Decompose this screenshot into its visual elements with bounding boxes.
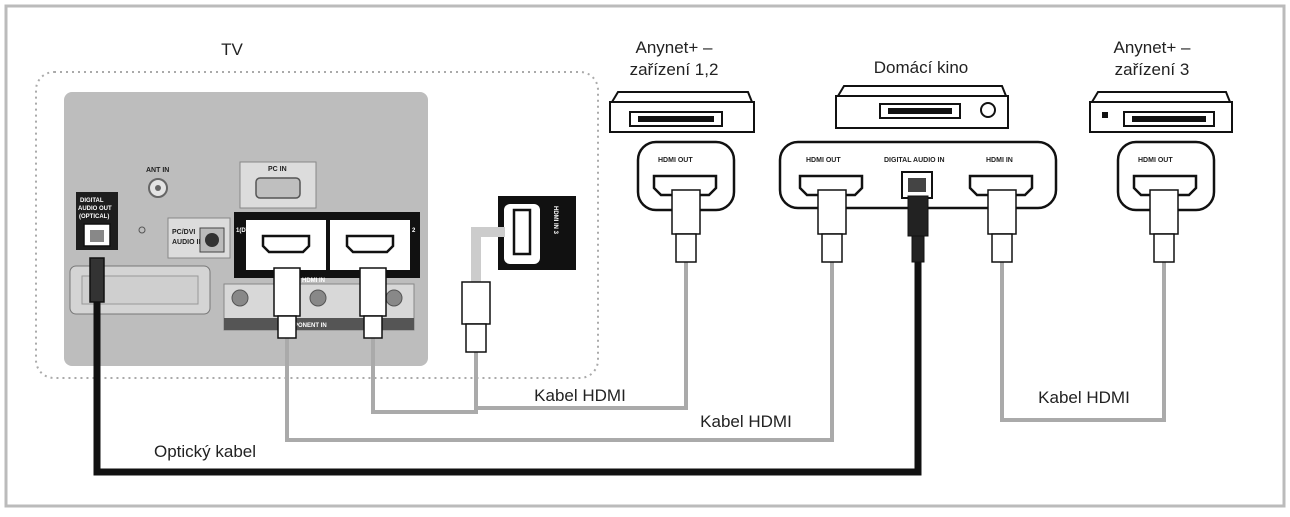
tv-label: TV xyxy=(221,40,243,59)
hdmi-cable-label-1: Kabel HDMI xyxy=(534,386,626,405)
anynet-3-label-line2: zařízení 3 xyxy=(1114,60,1190,79)
tv-hdmi-2-label: 2 xyxy=(412,228,416,234)
ht-hdmi-in-label: HDMI IN xyxy=(986,157,1013,164)
anynet-3-label-line1: Anynet+ – xyxy=(1113,38,1191,57)
pc-in-label: PC IN xyxy=(268,166,287,173)
anynet-device-1-2: HDMI OUT xyxy=(609,91,755,263)
tv-hdmi-1-label: 1(DVI) xyxy=(236,228,253,234)
tv-hdmi-in-label: HDMI IN xyxy=(302,278,325,284)
hdmi-cable-1 xyxy=(474,260,688,410)
anynet-12-label-line2: zařízení 1,2 xyxy=(629,60,719,79)
tv-side-hdmi-3: HDMI IN 3 xyxy=(498,196,576,270)
cable-plugs xyxy=(89,257,491,353)
hdmi-cable-3 xyxy=(1000,260,1166,422)
home-theater-device: HDMI OUT DIGITAL AUDIO IN HDMI IN xyxy=(778,85,1058,263)
digital-audio-out-label-3: (OPTICAL) xyxy=(79,214,109,220)
pc-in-port xyxy=(255,177,301,199)
anynet-12-label-line1: Anynet+ – xyxy=(635,38,713,57)
hdmi-cable-tv-2 xyxy=(371,336,478,414)
component-in-label: COMPONENT IN xyxy=(280,323,327,329)
digital-audio-out-label-1: DIGITAL xyxy=(80,198,104,204)
digital-audio-out-label-2: AUDIO OUT xyxy=(78,206,112,212)
tv-back-panel: ANT IN PC IN DIGITAL AUDIO OUT (OPTICAL)… xyxy=(64,92,428,366)
hdmi-cable-label-3: Kabel HDMI xyxy=(1038,388,1130,407)
anynet-3-hdmi-out-label: HDMI OUT xyxy=(1138,157,1173,164)
ht-digital-audio-in-label: DIGITAL AUDIO IN xyxy=(884,157,945,164)
side-hdmi-cable-bend xyxy=(471,227,505,283)
ant-in-label: ANT IN xyxy=(146,167,169,174)
home-theater-label: Domácí kino xyxy=(873,58,969,77)
hdmi-cable-2 xyxy=(285,260,834,442)
anynet-1-hdmi-out-label: HDMI OUT xyxy=(658,157,693,164)
tv-hdmi-3-label: HDMI IN 3 xyxy=(552,206,558,235)
anynet-device-3: HDMI OUT xyxy=(1089,91,1233,263)
optical-cable xyxy=(93,258,922,476)
tv-hdmi-1-port xyxy=(261,234,311,254)
pc-dvi-label-2: AUDIO IN xyxy=(172,239,204,246)
pc-dvi-label-1: PC/DVI xyxy=(172,229,195,236)
optical-cable-label: Optický kabel xyxy=(153,442,257,461)
ht-hdmi-out-label: HDMI OUT xyxy=(806,157,841,164)
hdmi-cable-label-2: Kabel HDMI xyxy=(700,412,792,431)
tv-hdmi-2-port xyxy=(345,234,395,254)
